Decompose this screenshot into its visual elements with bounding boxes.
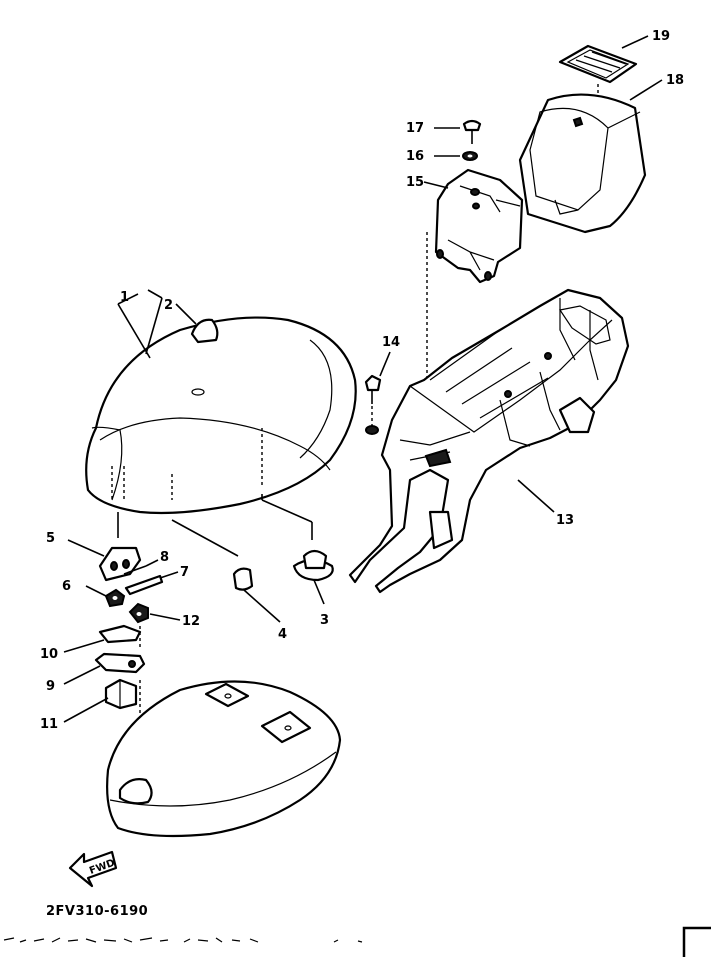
scan-artifacts xyxy=(3,937,363,943)
part-18-rear-cover xyxy=(518,93,647,234)
callout-1: 1 xyxy=(120,290,129,305)
part-6-nut xyxy=(104,588,126,608)
callout-14: 14 xyxy=(382,335,400,350)
callout-2: 2 xyxy=(164,298,173,313)
callout-4: 4 xyxy=(278,627,287,642)
part-3-grommet xyxy=(292,549,334,582)
part-7-bolt xyxy=(124,574,164,596)
part-12-nut xyxy=(128,602,149,624)
part-8-pin xyxy=(123,565,147,575)
seat-base-pan xyxy=(106,680,342,838)
part-4-damper xyxy=(232,567,254,591)
part-11-catch xyxy=(104,678,138,710)
part-1-seat xyxy=(85,316,357,515)
callout-18: 18 xyxy=(666,73,684,88)
part-9-latch-plate xyxy=(94,652,146,674)
part-13-frame xyxy=(348,288,630,594)
callout-13: 13 xyxy=(556,513,574,528)
callout-19: 19 xyxy=(652,29,670,44)
part-16-washer xyxy=(462,151,478,161)
part-17-bolt xyxy=(462,119,482,144)
corner-mark xyxy=(682,926,711,957)
callout-17: 17 xyxy=(406,121,424,136)
callout-16: 16 xyxy=(406,149,424,164)
callout-12: 12 xyxy=(182,614,200,629)
callout-8: 8 xyxy=(160,550,169,565)
callout-15: 15 xyxy=(406,175,424,190)
part-10-plate xyxy=(98,624,142,644)
callout-3: 3 xyxy=(320,613,329,628)
part-5-hinge-bracket xyxy=(98,546,142,582)
fwd-arrow-icon: FWD xyxy=(68,850,118,888)
part-15-bracket xyxy=(434,168,524,284)
part-19-pad xyxy=(558,44,638,84)
callout-7: 7 xyxy=(180,565,189,580)
part-2-knob xyxy=(190,318,219,344)
callout-5: 5 xyxy=(46,531,55,546)
part-14-bolt xyxy=(364,374,382,435)
callout-10: 10 xyxy=(40,647,58,662)
callout-9: 9 xyxy=(46,679,55,694)
callout-11: 11 xyxy=(40,717,58,732)
callout-6: 6 xyxy=(62,579,71,594)
diagram-code: 2FV310-6190 xyxy=(46,904,148,919)
